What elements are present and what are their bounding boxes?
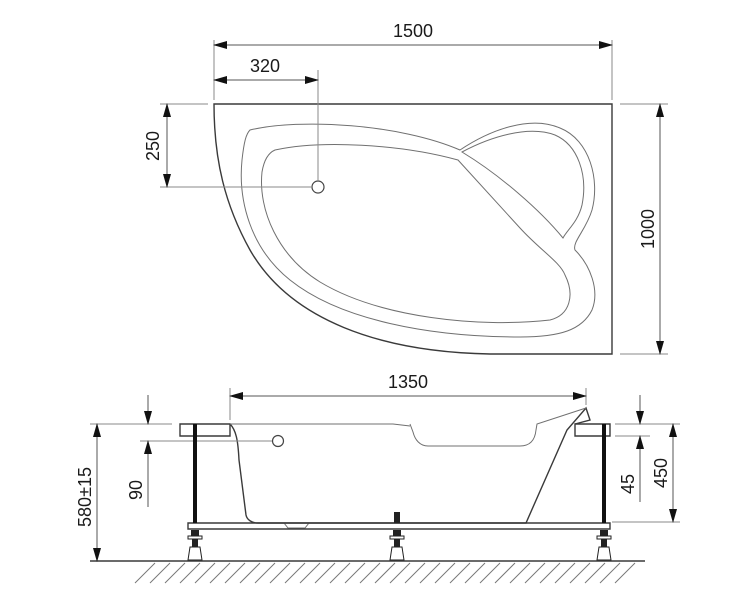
dimension-body-height: 450 xyxy=(651,423,677,523)
dimension-inner-length: 1350 xyxy=(229,372,587,400)
top-view: 1500 320 250 1000 xyxy=(143,21,668,355)
top-view-rim-line xyxy=(240,122,596,338)
drain-hole xyxy=(311,180,325,194)
leg-foot-center xyxy=(389,512,405,561)
side-rim-right xyxy=(574,423,611,437)
dimension-label: 580±15 xyxy=(75,467,95,527)
side-drain-bump xyxy=(283,522,310,529)
dimension-overall-width: 1000 xyxy=(638,103,664,355)
leg-foot-left xyxy=(187,530,203,561)
side-view: 1350 90 580±15 45 450 xyxy=(75,372,680,584)
overflow-hole xyxy=(271,434,285,448)
dimension-drain-offset-x: 320 xyxy=(213,56,319,84)
dimension-total-height: 580±15 xyxy=(75,423,101,562)
leg-foot-right xyxy=(596,530,612,561)
dimension-label: 1000 xyxy=(638,209,658,249)
dimension-label: 1350 xyxy=(388,372,428,392)
dimension-label: 1500 xyxy=(393,21,433,41)
dimension-label: 320 xyxy=(250,56,280,76)
side-rim-left xyxy=(179,423,231,437)
floor-hatching xyxy=(134,562,636,584)
side-frame-base xyxy=(187,522,611,530)
top-view-headrest xyxy=(460,130,585,239)
dimension-label: 450 xyxy=(651,458,671,488)
dimension-overflow-depth: 90 xyxy=(126,395,152,507)
dimension-label: 250 xyxy=(143,131,163,161)
dimension-overall-length: 1500 xyxy=(213,21,613,49)
top-view-outer-outline xyxy=(213,103,613,355)
dimension-drain-offset-y: 250 xyxy=(143,103,171,188)
top-view-basin-line xyxy=(260,144,571,324)
dimension-label: 45 xyxy=(618,474,638,494)
dimension-label: 90 xyxy=(126,480,146,500)
dimension-rim-thickness: 45 xyxy=(618,395,644,502)
side-seat-recess xyxy=(409,407,587,447)
